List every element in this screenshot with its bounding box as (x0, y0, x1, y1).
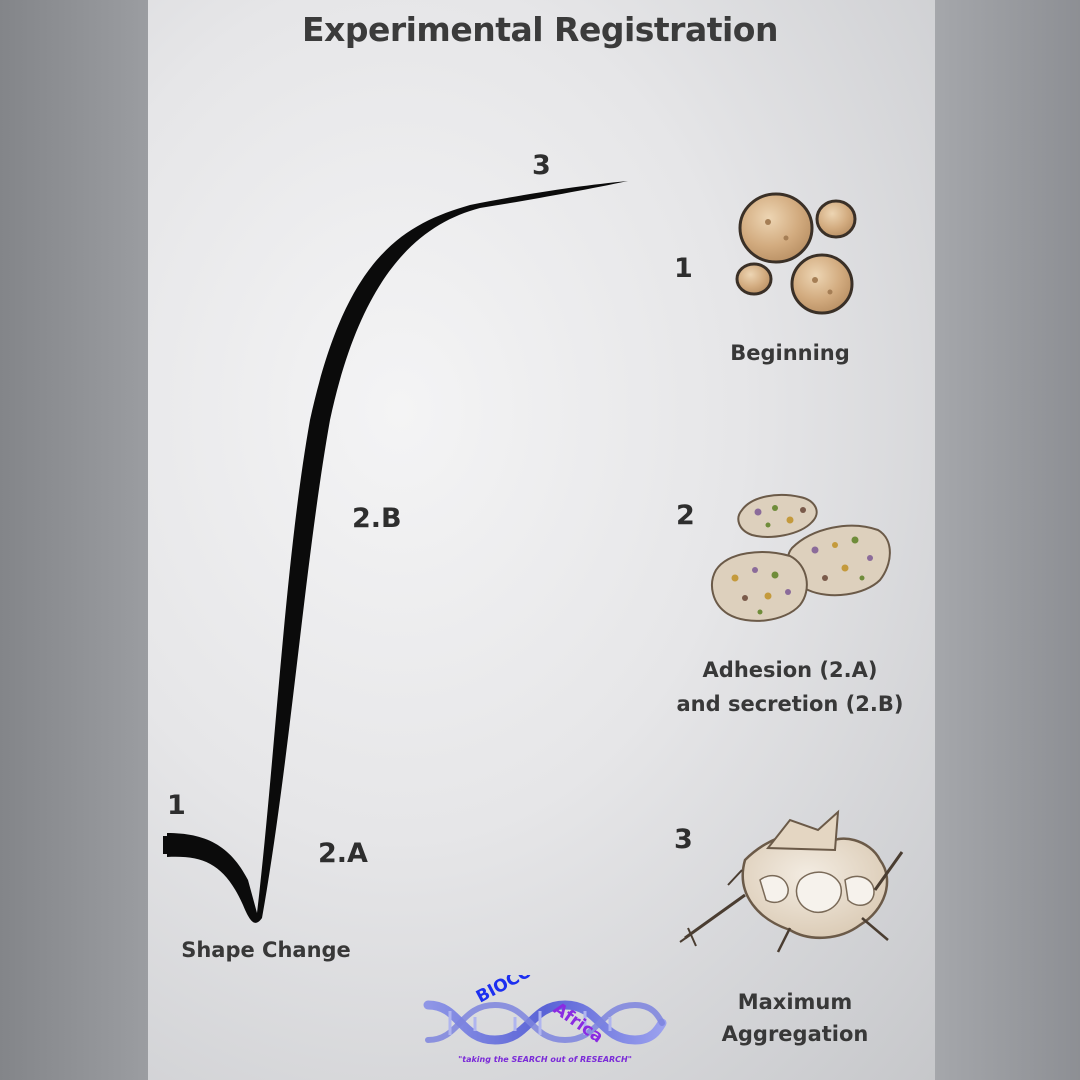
stage-2-number: 2 (676, 500, 695, 531)
stage-3-label-line-2: Aggregation (721, 1022, 869, 1046)
aggregated-platelets-illustration (679, 809, 904, 953)
stage-3-number: 3 (674, 824, 693, 855)
stage-1-label: Beginning (730, 341, 850, 365)
curve-start-tick (163, 836, 173, 854)
stage-3-label-line-1: Maximum (737, 990, 853, 1014)
resting-platelets-illustration (735, 192, 857, 315)
stage-1-number: 1 (674, 253, 693, 284)
curve-point-1-label: 1 (167, 790, 186, 821)
dna-helix-icon: BIOCOM Africa "taking the SEARCH out of … (423, 953, 667, 1064)
curve-point-3-label: 3 (532, 150, 551, 181)
curve-point-2b-label: 2.B (352, 503, 402, 534)
logo-word-biocom: BIOCOM (473, 975, 551, 1007)
left-border (0, 0, 148, 1080)
page-title: Experimental Registration (302, 10, 778, 49)
biocom-africa-logo: BIOCOM Africa "taking the SEARCH out of … (420, 953, 670, 1075)
aggregation-curve (167, 181, 628, 923)
logo-tagline: "taking the SEARCH out of RESEARCH" (458, 1055, 632, 1064)
stage-2-label-line-1: Adhesion (2.A) (702, 658, 878, 682)
stage-2-label-line-2: and secretion (2.B) (676, 692, 904, 716)
shape-change-caption: Shape Change (181, 938, 351, 962)
right-border (935, 0, 1080, 1080)
adhering-platelets-illustration (711, 494, 891, 622)
curve-point-2a-label: 2.A (318, 838, 368, 869)
